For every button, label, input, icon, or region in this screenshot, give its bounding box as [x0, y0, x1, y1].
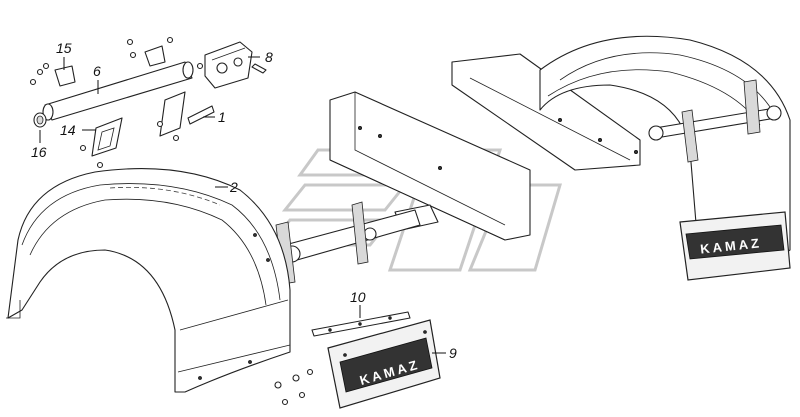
callout-14: 14 — [60, 122, 76, 138]
clamp-upper — [126, 36, 174, 67]
callout-8: 8 — [265, 49, 273, 65]
bracket-14 — [79, 117, 123, 169]
fender-shell — [6, 168, 291, 393]
callout-1: 1 — [218, 109, 226, 125]
callout-15: 15 — [56, 40, 72, 56]
bracket-8 — [196, 41, 267, 89]
mudflap-9: KAMAZ — [274, 319, 441, 409]
callout-leaders — [39, 56, 446, 354]
callout-labels: 15 6 8 14 16 1 2 10 9 — [31, 40, 457, 361]
callout-9: 9 — [449, 345, 457, 361]
callout-2: 2 — [229, 179, 238, 195]
mudflap-strip-10 — [311, 311, 411, 337]
callout-10: 10 — [350, 289, 366, 305]
mounting-tube — [42, 61, 194, 121]
installed-mudflap-brand: KAMAZ — [699, 235, 762, 256]
clamp-15 — [29, 62, 76, 87]
callout-16: 16 — [31, 144, 47, 160]
bracket-1 — [156, 91, 215, 142]
installed-fender-assembly: KAMAZ — [275, 35, 791, 285]
cap-16 — [33, 112, 47, 128]
callout-6: 6 — [93, 63, 101, 79]
